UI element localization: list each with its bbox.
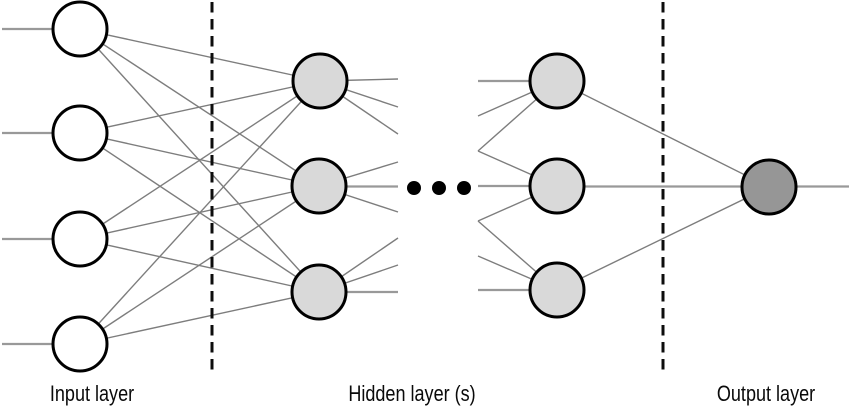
edge-hidden-to-output [556, 80, 770, 188]
edge-input-to-hidden [79, 80, 321, 240]
hidden-layer-label: Hidden layer (s) [348, 381, 476, 406]
output-node [740, 158, 798, 216]
hidden-node [528, 261, 586, 319]
edge-input-to-hidden [79, 80, 321, 134]
hidden-node [290, 263, 348, 321]
edge-input-to-hidden [79, 80, 321, 345]
hidden-node [291, 52, 349, 110]
input-node [51, 0, 109, 58]
ellipsis-dot [457, 181, 471, 195]
ellipsis-dot [432, 181, 446, 195]
edge-input-to-hidden [79, 28, 321, 82]
edge-hidden-to-output [556, 186, 770, 291]
hidden-node [528, 52, 586, 110]
input-layer-label: Input layer [49, 381, 135, 406]
hidden-node [290, 157, 348, 215]
hidden-node [528, 157, 586, 215]
output-layer-label: Output layer [716, 381, 816, 406]
input-node [51, 315, 109, 373]
ellipsis-dot [407, 181, 421, 195]
edge-input-to-hidden [79, 185, 320, 345]
input-node [51, 210, 109, 268]
edge-input-to-hidden [79, 291, 320, 345]
input-node [51, 104, 109, 162]
